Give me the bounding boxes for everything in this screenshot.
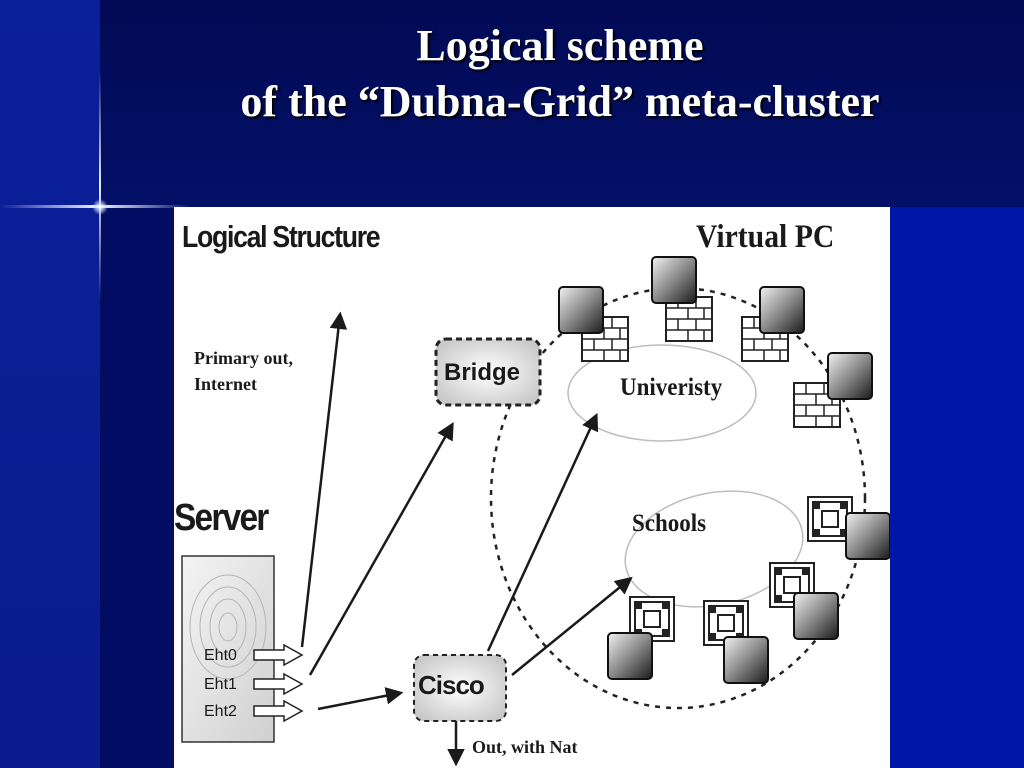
cisco-label: Cisco xyxy=(418,670,485,700)
monitor-icon xyxy=(558,286,604,334)
school-pc-2 xyxy=(769,562,839,640)
monitor-icon xyxy=(845,512,890,560)
interface-label-eht2: Eht2 xyxy=(204,703,237,720)
slide-right-band xyxy=(890,207,1024,768)
monitor-icon xyxy=(607,632,653,680)
school-grid-icon xyxy=(769,562,815,608)
university-pc-3 xyxy=(741,286,805,362)
university-ellipse xyxy=(567,344,757,442)
out-nat-label: Out, with Nat xyxy=(472,737,578,757)
slide-title-line-2: of the “Dubna-Grid” meta-cluster xyxy=(240,77,880,126)
slide-title-line-1: Logical scheme xyxy=(416,21,704,70)
school-pc-4 xyxy=(607,596,675,680)
server-swirl-decoration xyxy=(189,574,267,680)
port-arrow-eht1 xyxy=(253,672,304,696)
sparkle-icon xyxy=(92,199,108,215)
slide-title-band xyxy=(100,0,1024,207)
sparkle-vertical xyxy=(99,70,101,300)
virtual-pc-label: Virtual PC xyxy=(696,219,835,255)
server-label: Server xyxy=(174,497,269,539)
arrow-primary-out xyxy=(300,311,348,648)
primary-out-line-1: Primary out, xyxy=(194,348,293,368)
university-label: Univeristy xyxy=(620,374,723,401)
slide-left-band xyxy=(0,0,100,768)
monitor-icon xyxy=(793,592,839,640)
primary-out-line-2: Internet xyxy=(194,374,257,394)
primary-out-label: Primary out, Internet xyxy=(194,345,293,397)
diagram-heading: Logical Structure xyxy=(182,219,381,254)
monitor-icon xyxy=(759,286,805,334)
arrow-to-bridge xyxy=(308,421,454,676)
cisco-node xyxy=(413,654,507,722)
university-pc-1 xyxy=(558,286,629,362)
port-arrow-eht2 xyxy=(253,699,304,723)
diagram-panel: Logical Structure Virtual PC Primary out… xyxy=(174,207,890,768)
arrow-cisco-to-university xyxy=(486,412,599,652)
diagram-svg xyxy=(181,256,890,767)
port-arrow-eht0 xyxy=(253,643,304,667)
slide-mid-band xyxy=(100,207,174,768)
university-pc-4 xyxy=(793,352,873,428)
bridge-label: Bridge xyxy=(444,359,521,386)
university-pc-2 xyxy=(651,256,713,342)
schools-label: Schools xyxy=(632,510,707,537)
school-pc-1 xyxy=(807,496,890,560)
bridge-node xyxy=(434,337,542,407)
arrow-cisco-to-schools xyxy=(511,576,633,676)
monitor-icon xyxy=(827,352,873,400)
interface-label-eht0: Eht0 xyxy=(204,647,237,664)
monitor-icon xyxy=(651,256,697,304)
school-pc-3 xyxy=(703,600,769,684)
slide-title: Logical scheme of the “Dubna-Grid” meta-… xyxy=(110,18,1010,130)
interface-label-eht1: Eht1 xyxy=(204,676,237,693)
monitor-icon xyxy=(723,636,769,684)
arrow-to-cisco xyxy=(317,687,404,711)
